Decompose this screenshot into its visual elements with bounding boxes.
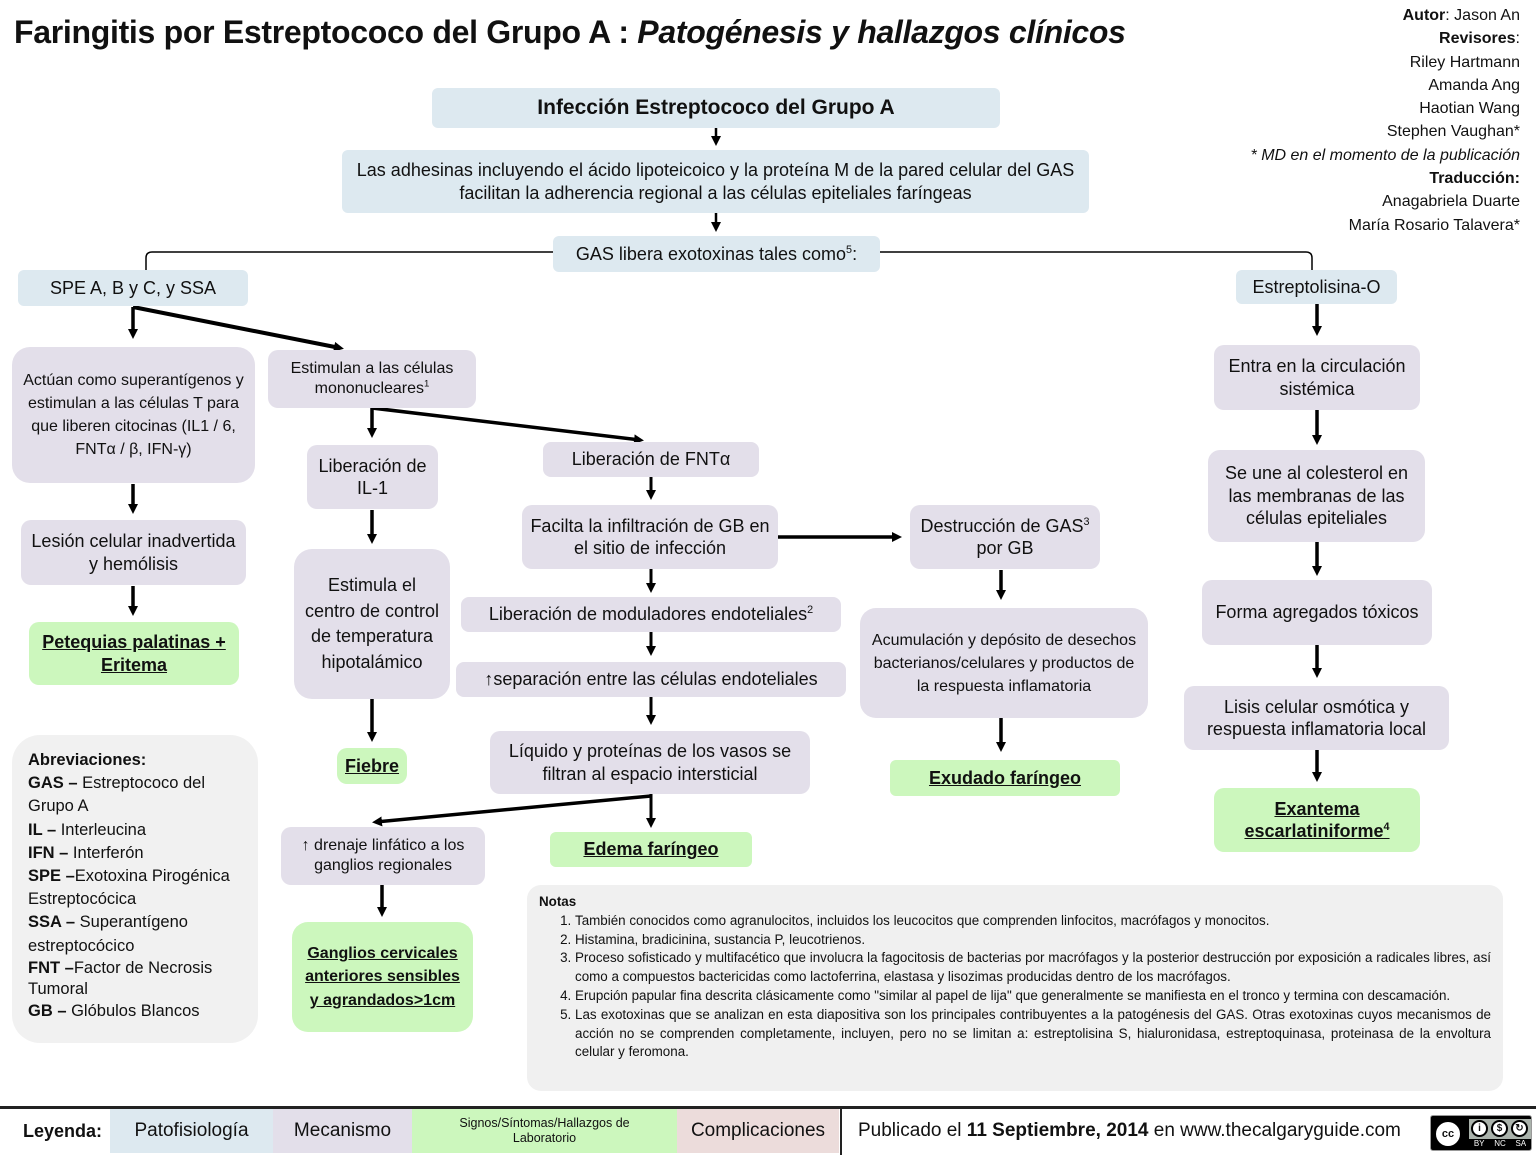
- node-nodes: Ganglios cervicales anteriores sensibles…: [292, 922, 473, 1032]
- note-item: Proceso sofisticado y multifacético que …: [575, 949, 1491, 987]
- author-name: : Jason An: [1445, 7, 1520, 24]
- node-superantigens: Actúan como superantígenos y estimulan a…: [12, 347, 255, 483]
- page-title: Faringitis por Estreptococo del Grupo A …: [14, 14, 1126, 51]
- abbreviation-item: GAS – Estreptococo del Grupo A: [28, 774, 206, 816]
- notes-title: Notas: [539, 894, 577, 909]
- reviewer: Stephen Vaughan*: [1386, 123, 1520, 141]
- abbreviations-title: Abreviaciones:: [28, 751, 147, 769]
- node-leak: Líquido y proteínas de los vasos se filt…: [490, 731, 810, 794]
- author-label: Autor: [1402, 7, 1446, 24]
- reviewer: Riley Hartmann: [1409, 53, 1520, 71]
- note-item: Las exotoxinas que se analizan en esta d…: [575, 1006, 1491, 1062]
- node-lymph: ↑ drenaje linfático a los ganglios regio…: [281, 827, 485, 885]
- legend-pathophysiology: Patofisiología: [110, 1109, 273, 1153]
- node-accumulation: Acumulación y depósito de desechos bacte…: [860, 608, 1148, 718]
- node-thermo: Estimula el centro de control de tempera…: [294, 549, 450, 699]
- note-item: También conocidos como agranulocitos, in…: [575, 912, 1491, 931]
- node-mononuclear: Estimulan a las células mononucleares1: [268, 350, 476, 408]
- footer-divider: [840, 1109, 842, 1155]
- abbreviation-item: FNT –Factor de Necrosis Tumoral: [28, 958, 213, 998]
- node-modulators: Liberación de moduladores endoteliales2: [461, 597, 841, 632]
- title-main: Faringitis por Estreptococo del Grupo A …: [14, 14, 638, 50]
- note-item: Histamina, bradicinina, sustancia P, leu…: [575, 931, 1491, 950]
- node-il1: Liberación de IL-1: [307, 445, 438, 509]
- sa-icon: ↻: [1511, 1120, 1528, 1137]
- node-lysis: Lisis celular osmótica y respuesta infla…: [1184, 686, 1449, 750]
- node-separation: ↑separación entre las células endotelial…: [456, 662, 846, 697]
- footer: Leyenda: Patofisiología Mecanismo Signos…: [0, 1106, 1536, 1155]
- abbreviation-item: GB – Glóbulos Blancos: [28, 1001, 200, 1020]
- published-info: Publicado el 11 Septiembre, 2014 en www.…: [858, 1120, 1401, 1141]
- node-aggregates: Forma agregados tóxicos: [1202, 580, 1432, 645]
- abbreviations-panel: Abreviaciones: GAS – Estreptococo del Gr…: [12, 735, 258, 1043]
- translator: María Rosario Talavera*: [1348, 216, 1520, 234]
- nc-icon: $: [1491, 1120, 1508, 1137]
- node-infection: Infección Estreptococo del Grupo A: [432, 88, 1000, 128]
- abbreviation-item: IFN – Interferón: [28, 843, 144, 862]
- legend-mechanism: Mecanismo: [273, 1109, 412, 1153]
- node-cholesterol: Se une al colesterol en las membranas de…: [1208, 450, 1425, 542]
- node-exudate: Exudado faríngeo: [890, 760, 1120, 796]
- node-adhesins: Las adhesinas incluyendo el ácido lipote…: [342, 150, 1089, 213]
- reviewer: Amanda Ang: [1428, 76, 1520, 94]
- node-edema: Edema faríngeo: [550, 832, 752, 867]
- reviewer: Haotian Wang: [1419, 100, 1520, 118]
- translator: Anagabriela Duarte: [1382, 193, 1520, 211]
- node-rash: Exantema escarlatiniforme4: [1214, 788, 1420, 852]
- abbreviation-item: SPE –Exotoxina Pirogénica Estreptocócica: [28, 867, 230, 909]
- abbreviation-item: IL – Interleucina: [28, 820, 147, 839]
- node-destruction: Destrucción de GAS3 por GB: [910, 505, 1100, 569]
- title-subtitle: Patogénesis y hallazgos clínicos: [637, 14, 1126, 50]
- node-slo: Estreptolisina-O: [1236, 270, 1397, 304]
- node-lesion: Lesión celular inadvertida y hemólisis: [21, 520, 246, 585]
- node-tnf: Liberación de FNTα: [543, 442, 759, 477]
- legend-signs: Signos/Síntomas/Hallazgos de Laboratorio: [412, 1109, 677, 1153]
- note-item: Erupción papular fina descrita clásicame…: [575, 987, 1491, 1006]
- credits: Autor: Jason An Revisores: Riley Hartman…: [1251, 4, 1520, 237]
- node-circulation: Entra en la circulación sistémica: [1214, 345, 1420, 410]
- notes-panel: Notas También conocidos como agranulocit…: [527, 885, 1503, 1091]
- cc-icon: cc: [1434, 1120, 1462, 1148]
- abbreviation-item: SSA – Superantígeno estreptocócico: [28, 913, 188, 955]
- node-infiltration: Facilta la infiltración de GB en el siti…: [522, 505, 778, 569]
- node-petechiae: Petequias palatinas + Eritema: [29, 622, 239, 685]
- license-icons-strip: i $ ↻: [1469, 1119, 1531, 1139]
- legend-label: Leyenda:: [22, 1120, 102, 1141]
- legend-complications: Complicaciones: [677, 1109, 839, 1153]
- reviewers-label: Revisores: [1439, 30, 1516, 48]
- by-icon: i: [1471, 1120, 1488, 1137]
- md-note: * MD en el momento de la publicación: [1250, 146, 1520, 164]
- node-fever: Fiebre: [337, 748, 407, 784]
- node-spe: SPE A, B y C, y SSA: [18, 270, 248, 306]
- node-exotoxins: GAS libera exotoxinas tales como5:: [553, 236, 880, 272]
- translation-label: Traducción:: [1429, 170, 1520, 188]
